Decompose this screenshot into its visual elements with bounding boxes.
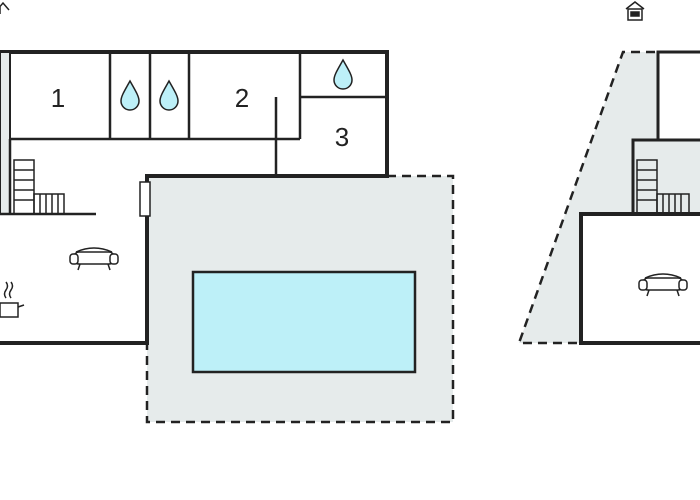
stairs-icon (636, 159, 690, 215)
outer-wall (0, 50, 389, 345)
floor-plan-left: 1 2 3 (0, 1, 455, 424)
sofa-icon (69, 247, 119, 271)
house-icon (0, 1, 10, 14)
swimming-pool (191, 270, 417, 374)
left-strip (0, 51, 11, 215)
upper-room (656, 50, 700, 142)
floor-plan-right (517, 1, 700, 345)
sofa-icon (638, 273, 688, 297)
stairs-icon (13, 159, 65, 215)
room-1-label: 1 (51, 83, 65, 113)
interior-fill (0, 52, 387, 343)
water-drop-icon (333, 58, 353, 90)
water-drop-icon (159, 79, 179, 111)
room-3-label: 3 (335, 122, 349, 152)
water-drop-icon (120, 79, 140, 111)
lower-room (579, 212, 700, 345)
stove-icon (0, 281, 25, 318)
house-icon (625, 1, 645, 21)
room-2-label: 2 (235, 83, 249, 113)
door-panel (139, 181, 151, 217)
